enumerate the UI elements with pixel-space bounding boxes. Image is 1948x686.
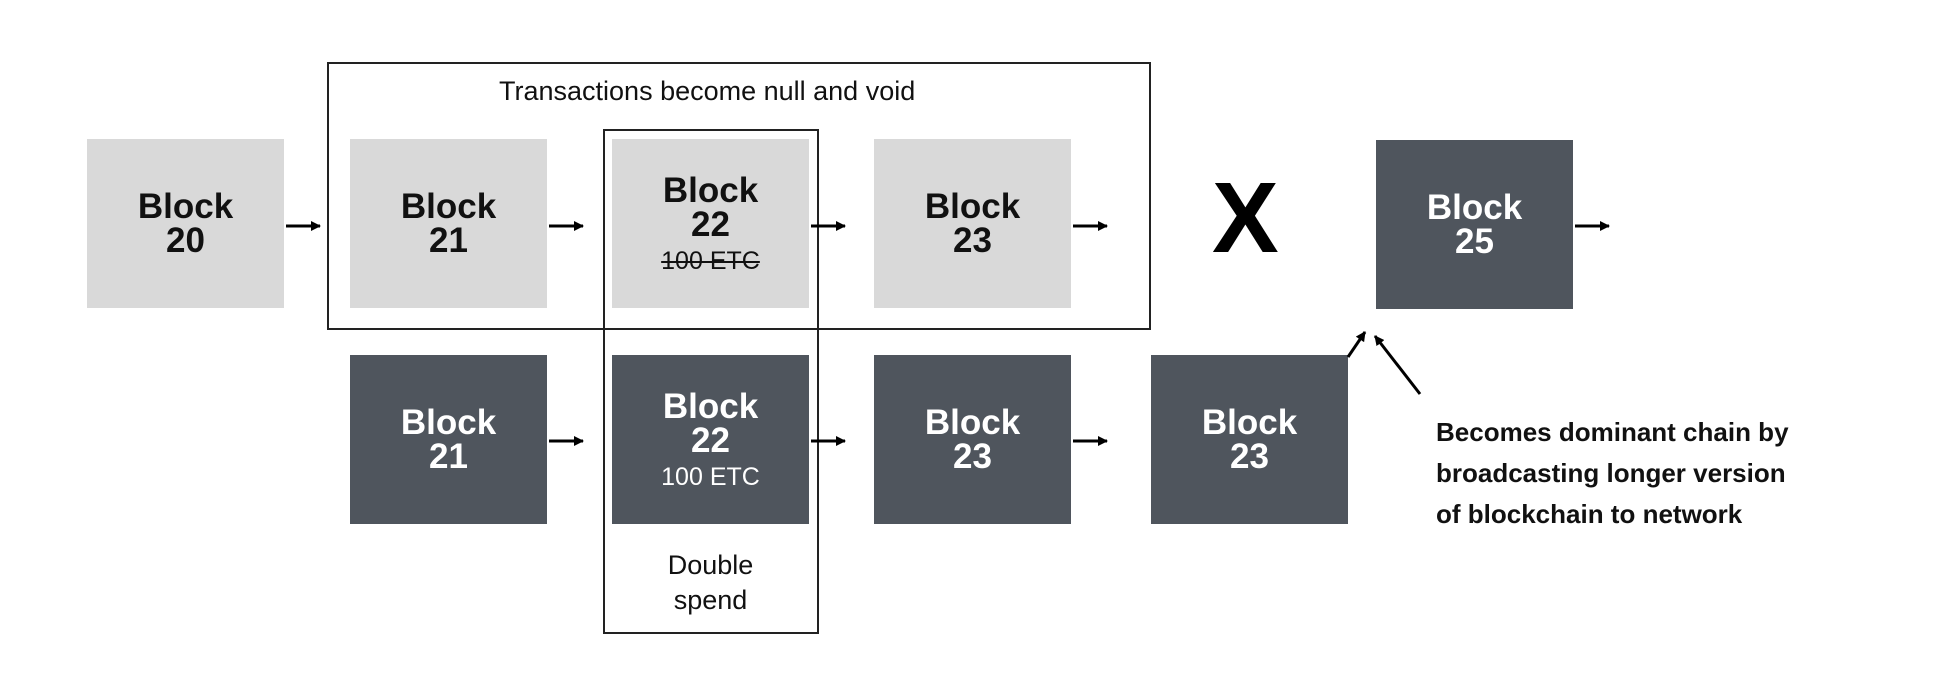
voided-amount: 100 ETC: [661, 246, 760, 275]
bottom-block-23a: Block 23: [874, 355, 1071, 524]
bottom-block-22: Block 22 100 ETC: [612, 355, 809, 524]
arrow-b23-to-25: [1346, 331, 1367, 358]
block-label: Block 21: [400, 402, 497, 476]
block-label: Block 25: [1426, 187, 1523, 261]
bottom-block-23b: Block 23: [1151, 355, 1348, 524]
bottom-block-21: Block 21: [350, 355, 547, 524]
x-mark: X: [1212, 162, 1279, 274]
top-block-21: Block 21: [350, 139, 547, 308]
spent-amount: 100 ETC: [661, 462, 760, 491]
double-spend-frame: [603, 129, 819, 634]
dominant-block-25: Block 25: [1376, 140, 1573, 309]
block-label: Block 21: [400, 186, 497, 260]
block-label: Block 23: [924, 402, 1021, 476]
dominant-chain-note: Becomes dominant chain by broadcasting l…: [1436, 417, 1789, 529]
null-and-void-title: Transactions become null and void: [499, 76, 916, 106]
block-label: Block 20: [137, 186, 234, 260]
null-and-void-frame: [327, 62, 1151, 330]
top-block-23: Block 23: [874, 139, 1071, 308]
top-block-22: Block 22 100 ETC: [612, 139, 809, 308]
top-block-20: Block 20: [87, 139, 284, 308]
block-label: Block 22: [662, 386, 759, 460]
block-label: Block 23: [1201, 402, 1298, 476]
note-pointer-arrow: [1373, 335, 1422, 395]
block-label: Block 23: [924, 186, 1021, 260]
double-spend-caption: Double spend: [667, 550, 754, 615]
block-label: Block 22: [662, 170, 759, 244]
